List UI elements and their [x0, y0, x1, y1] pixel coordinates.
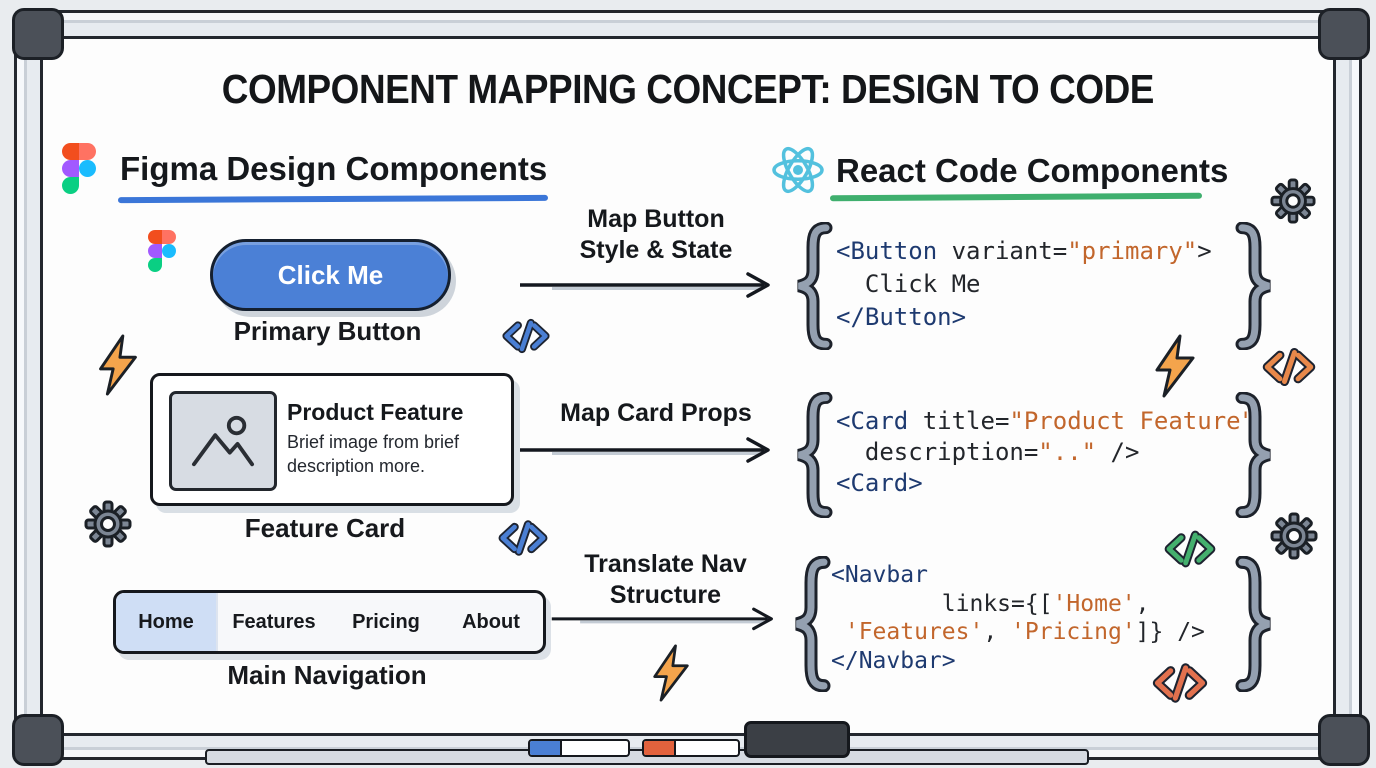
code-icon — [1164, 530, 1216, 568]
lightning-icon — [653, 644, 689, 702]
arrow-right — [551, 607, 773, 631]
arrow-right — [520, 437, 770, 463]
arrow-label-2: Map Card Props — [560, 399, 752, 427]
main-navigation-label: Main Navigation — [227, 660, 427, 690]
code-block-card: <Card title="Product Feature" descriptio… — [836, 407, 1256, 497]
code-block-button: <Button variant="primary"> Click Me</But… — [836, 237, 1212, 331]
right-section-header: React Code Components — [836, 152, 1229, 189]
brace-right — [1235, 556, 1271, 692]
code-icon — [498, 520, 548, 556]
frame-corner-bottom-left — [12, 714, 64, 766]
figma-logo — [62, 143, 96, 194]
frame-corner-top-left — [12, 8, 64, 60]
brace-right — [1235, 222, 1271, 350]
left-section-header: Figma Design Components — [120, 150, 548, 187]
card-description: Brief image from brief description more. — [287, 432, 460, 476]
code-icon — [1262, 347, 1316, 387]
feature-card-label: Feature Card — [244, 513, 406, 543]
gear-icon — [1270, 178, 1316, 224]
figma-logo — [148, 230, 176, 272]
brace-left — [797, 392, 833, 518]
primary-button-label: Primary Button — [233, 316, 422, 346]
code-icon — [502, 318, 550, 354]
eraser-icon — [744, 721, 850, 758]
frame-corner-bottom-right — [1318, 714, 1370, 766]
arrow-right — [520, 272, 770, 298]
primary-button-text: Click Me — [277, 259, 384, 290]
page-title: COMPONENT MAPPING CONCEPT: DESIGN TO COD… — [221, 66, 1155, 112]
lightning-icon — [99, 334, 137, 396]
main-navigation-mock: Home Features Pricing About — [113, 590, 546, 654]
blue-marker-icon — [528, 739, 630, 757]
brace-left — [797, 222, 833, 350]
brace-right — [1235, 392, 1271, 518]
react-logo — [772, 146, 824, 194]
feature-card-mock: Product Feature Brief image from brief d… — [150, 373, 514, 506]
card-image-placeholder — [169, 391, 277, 491]
lightning-icon — [1155, 334, 1195, 398]
nav-item-pricing: Pricing — [352, 610, 420, 633]
gear-icon — [1270, 512, 1318, 560]
nav-item-features: Features — [232, 610, 316, 633]
nav-item-home: Home — [116, 593, 218, 651]
orange-marker-icon — [642, 739, 740, 757]
primary-button-mock: Click Me — [210, 239, 451, 311]
nav-item-about: About — [462, 610, 520, 633]
image-placeholder-icon — [192, 415, 254, 467]
brace-left — [795, 556, 831, 692]
frame-corner-top-right — [1318, 8, 1370, 60]
card-title: Product Feature — [287, 399, 464, 425]
gear-icon — [84, 500, 132, 548]
code-icon — [1152, 663, 1208, 703]
code-block-navbar: <Navbar links={['Home', 'Features', 'Pri… — [831, 562, 1205, 674]
